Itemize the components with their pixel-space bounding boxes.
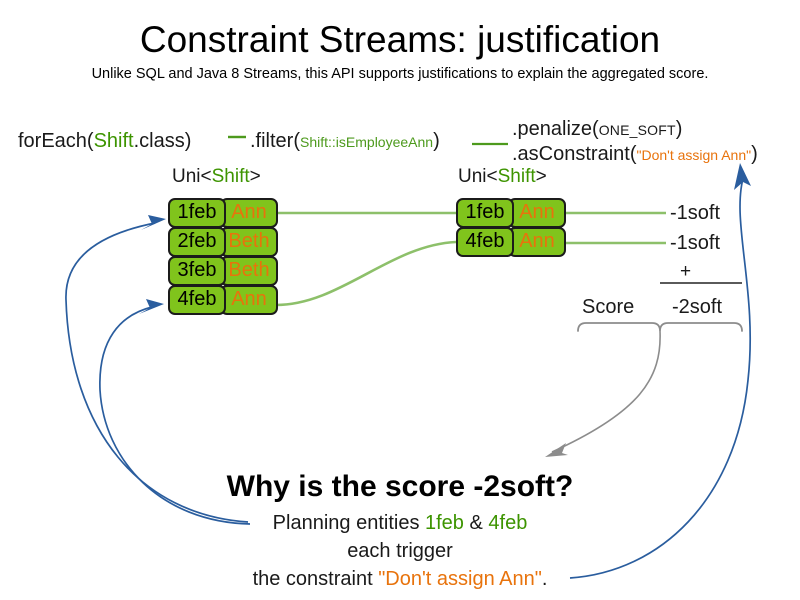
- table-row[interactable]: 3feb Beth: [168, 256, 278, 286]
- table-row[interactable]: 4feb Ann: [168, 285, 278, 315]
- explanation-amp: &: [463, 512, 489, 534]
- explanation-entity-1feb: 1feb: [425, 512, 464, 534]
- table-row[interactable]: 2feb Beth: [168, 227, 278, 257]
- stream-label-right: Uni<Shift>: [458, 166, 547, 188]
- stream-label-left-prefix: Uni<: [172, 166, 212, 187]
- score-brace: [577, 322, 743, 332]
- code-asconstraint: .asConstraint("Don't assign Ann"): [512, 141, 758, 168]
- explanation-line-2: each trigger: [347, 540, 453, 562]
- stream-line-4feb: [275, 240, 457, 307]
- cell-employee: Ann: [508, 198, 566, 228]
- code-foreach-type: Shift: [93, 130, 134, 152]
- stream-label-right-suffix: >: [535, 166, 547, 187]
- code-penalize-method: .penalize(: [512, 118, 599, 140]
- justification-arrow-1feb-head: [141, 215, 166, 230]
- code-asconstraint-name: "Don't assign Ann": [636, 147, 752, 163]
- score-total-value: -2soft: [672, 296, 723, 318]
- stream-label-left-type: Shift: [211, 166, 250, 187]
- justification-arrow-4feb-head: [139, 299, 164, 314]
- code-asconstraint-suffix: ): [751, 143, 758, 165]
- cell-employee: Beth: [220, 256, 278, 286]
- code-foreach-method: forEach(: [18, 130, 94, 152]
- stream-label-left: Uni<Shift>: [172, 166, 261, 188]
- code-filter-method: .filter(: [250, 130, 300, 152]
- explanation-heading: Why is the score -2soft?: [226, 470, 574, 503]
- code-filter: .filter(Shift::isEmployeeAnn): [250, 128, 440, 155]
- sum-operator: +: [680, 261, 692, 282]
- explanation-line-3: the constraint "Don't assign Ann".: [0, 568, 800, 591]
- cell-employee: Ann: [508, 227, 566, 257]
- explanation-entity-4feb: 4feb: [488, 512, 528, 534]
- stream-label-right-type: Shift: [497, 166, 536, 187]
- table-row[interactable]: 1feb Ann: [456, 198, 566, 228]
- code-penalize: .penalize(ONE_SOFT): [512, 116, 682, 143]
- explanation-line-3-suffix: .: [541, 568, 548, 590]
- cell-employee: Beth: [220, 227, 278, 257]
- cell-date: 4feb: [456, 227, 514, 257]
- code-foreach: forEach(Shift.class): [18, 128, 191, 154]
- explanation-constraint-name: "Don't assign Ann": [378, 568, 542, 590]
- cell-date: 1feb: [456, 198, 514, 228]
- impact-value-2: -1soft: [670, 232, 721, 254]
- code-foreach-suffix: .class): [133, 130, 192, 152]
- cell-date: 3feb: [168, 256, 226, 286]
- code-asconstraint-method: .asConstraint(: [512, 143, 637, 165]
- fact-table-right: 1feb Ann 4feb Ann: [456, 198, 566, 257]
- impact-value-1: -1soft: [670, 202, 721, 224]
- table-row[interactable]: 1feb Ann: [168, 198, 278, 228]
- table-row[interactable]: 4feb Ann: [456, 227, 566, 257]
- cell-date: 1feb: [168, 198, 226, 228]
- page-subtitle: Unlike SQL and Java 8 Streams, this API …: [91, 66, 709, 82]
- page-title: Constraint Streams: justification: [139, 19, 661, 60]
- cell-date: 2feb: [168, 227, 226, 257]
- explanation-line-1: Planning entities 1feb & 4feb: [0, 512, 800, 535]
- score-to-question-arrowhead: [545, 443, 568, 457]
- code-penalize-constant: ONE_SOFT: [598, 122, 676, 138]
- explanation-line-3-prefix: the constraint: [252, 568, 379, 590]
- score-label: Score: [582, 296, 635, 318]
- code-filter-methodref: Shift::isEmployeeAnn: [300, 134, 434, 150]
- stream-label-right-prefix: Uni<: [458, 166, 498, 187]
- stream-label-left-suffix: >: [249, 166, 261, 187]
- code-filter-suffix: ): [433, 130, 440, 152]
- score-to-question-arrow: [551, 330, 661, 453]
- code-penalize-suffix: ): [675, 118, 683, 140]
- fact-table-left: 1feb Ann 2feb Beth 3feb Beth 4feb Ann: [168, 198, 278, 315]
- cell-employee: Ann: [220, 198, 278, 228]
- explanation-line-1-prefix: Planning entities: [272, 512, 425, 534]
- cell-date: 4feb: [168, 285, 226, 315]
- cell-employee: Ann: [220, 285, 278, 315]
